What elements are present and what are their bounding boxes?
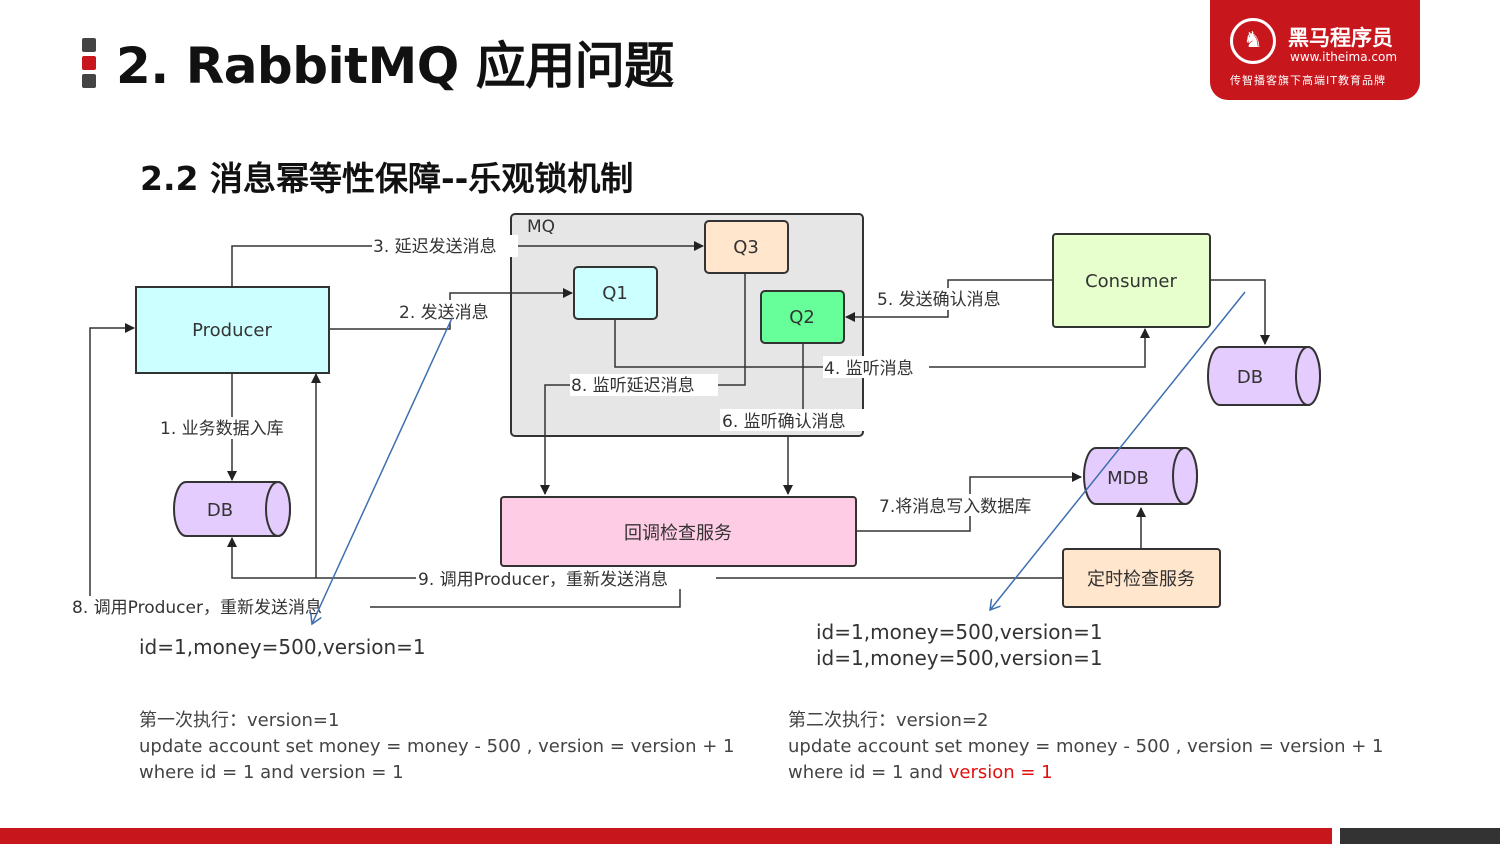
record-left: id=1,money=500,version=1 [139, 635, 426, 659]
timer-service-label: 定时检查服务 [1087, 569, 1195, 590]
callback-service-label: 回调检查服务 [624, 523, 732, 544]
sql-first-line1: update account set money = money - 500 ,… [139, 736, 735, 757]
edge-label-1: 1. 业务数据入库 [160, 419, 284, 439]
q2-label: Q2 [789, 307, 815, 328]
q3-node [704, 220, 789, 274]
db-right-label: DB [1237, 367, 1263, 388]
db-right-node: DB [1207, 346, 1321, 406]
edge-label-7: 7.将消息写入数据库 [879, 497, 1031, 517]
edge-label-8a: 8. 监听延迟消息 [571, 376, 695, 396]
consumer-node [1052, 233, 1211, 328]
edge-label-4: 4. 监听消息 [824, 359, 914, 379]
sql-second-line2-prefix: where id = 1 and [788, 762, 949, 783]
producer-node [135, 286, 330, 374]
edge-label-2: 2. 发送消息 [399, 303, 489, 323]
edge-label-3: 3. 延迟发送消息 [373, 237, 497, 257]
logo-name: 黑马程序员 [1288, 26, 1393, 50]
sql-second-execution: 第二次执行：version=2 update account set money… [788, 708, 1384, 786]
mdb-label: MDB [1107, 468, 1149, 489]
mdb-node: MDB [1083, 447, 1198, 505]
q1-node [573, 266, 658, 320]
horse-logo-icon: ♞ [1230, 18, 1276, 64]
edge-label-6: 6. 监听确认消息 [722, 412, 846, 432]
q2-node [760, 290, 845, 344]
sql-first-execution: 第一次执行：version=1 update account set money… [139, 708, 735, 786]
q3-label: Q3 [733, 237, 759, 258]
producer-label: Producer [192, 320, 272, 341]
record-right-1: id=1,money=500,version=1 [816, 620, 1103, 644]
sql-first-line2: where id = 1 and version = 1 [139, 762, 404, 783]
logo-slogan: 传智播客旗下高端IT教育品牌 [1230, 74, 1386, 87]
page-title: 2. RabbitMQ 应用问题 [116, 37, 674, 95]
sql-first-heading: 第一次执行：version=1 [139, 710, 340, 731]
mq-label: MQ [527, 217, 555, 237]
timer-service-node [1062, 548, 1221, 608]
sql-second-heading: 第二次执行：version=2 [788, 710, 989, 731]
db-left-label: DB [207, 500, 233, 521]
edge-label-5: 5. 发送确认消息 [877, 290, 1001, 310]
edge-label-9: 9. 调用Producer，重新发送消息 [418, 570, 668, 590]
footer-dark-bar [1340, 828, 1500, 844]
sql-second-line1: update account set money = money - 500 ,… [788, 736, 1384, 757]
callback-service-node [500, 496, 857, 567]
annotation-arrow-right [990, 291, 1246, 610]
sql-second-line2: where id = 1 and version = 1 [788, 760, 1384, 786]
logo-url: www.itheima.com [1290, 50, 1398, 64]
footer-red-bar [0, 828, 1332, 844]
brand-logo: ♞ 黑马程序员 www.itheima.com 传智播客旗下高端IT教育品牌 [1210, 0, 1420, 100]
annotation-arrow-left [312, 317, 453, 624]
section-subtitle: 2.2 消息幂等性保障--乐观锁机制 [140, 159, 634, 198]
edge-label-8b: 8. 调用Producer，重新发送消息 [72, 598, 322, 618]
consumer-label: Consumer [1085, 271, 1177, 292]
sql-second-line2-highlight: version = 1 [948, 762, 1053, 783]
db-left-node: DB [173, 481, 291, 537]
record-right-2: id=1,money=500,version=1 [816, 646, 1103, 670]
title-decoration [82, 38, 96, 92]
q1-label: Q1 [602, 283, 628, 304]
